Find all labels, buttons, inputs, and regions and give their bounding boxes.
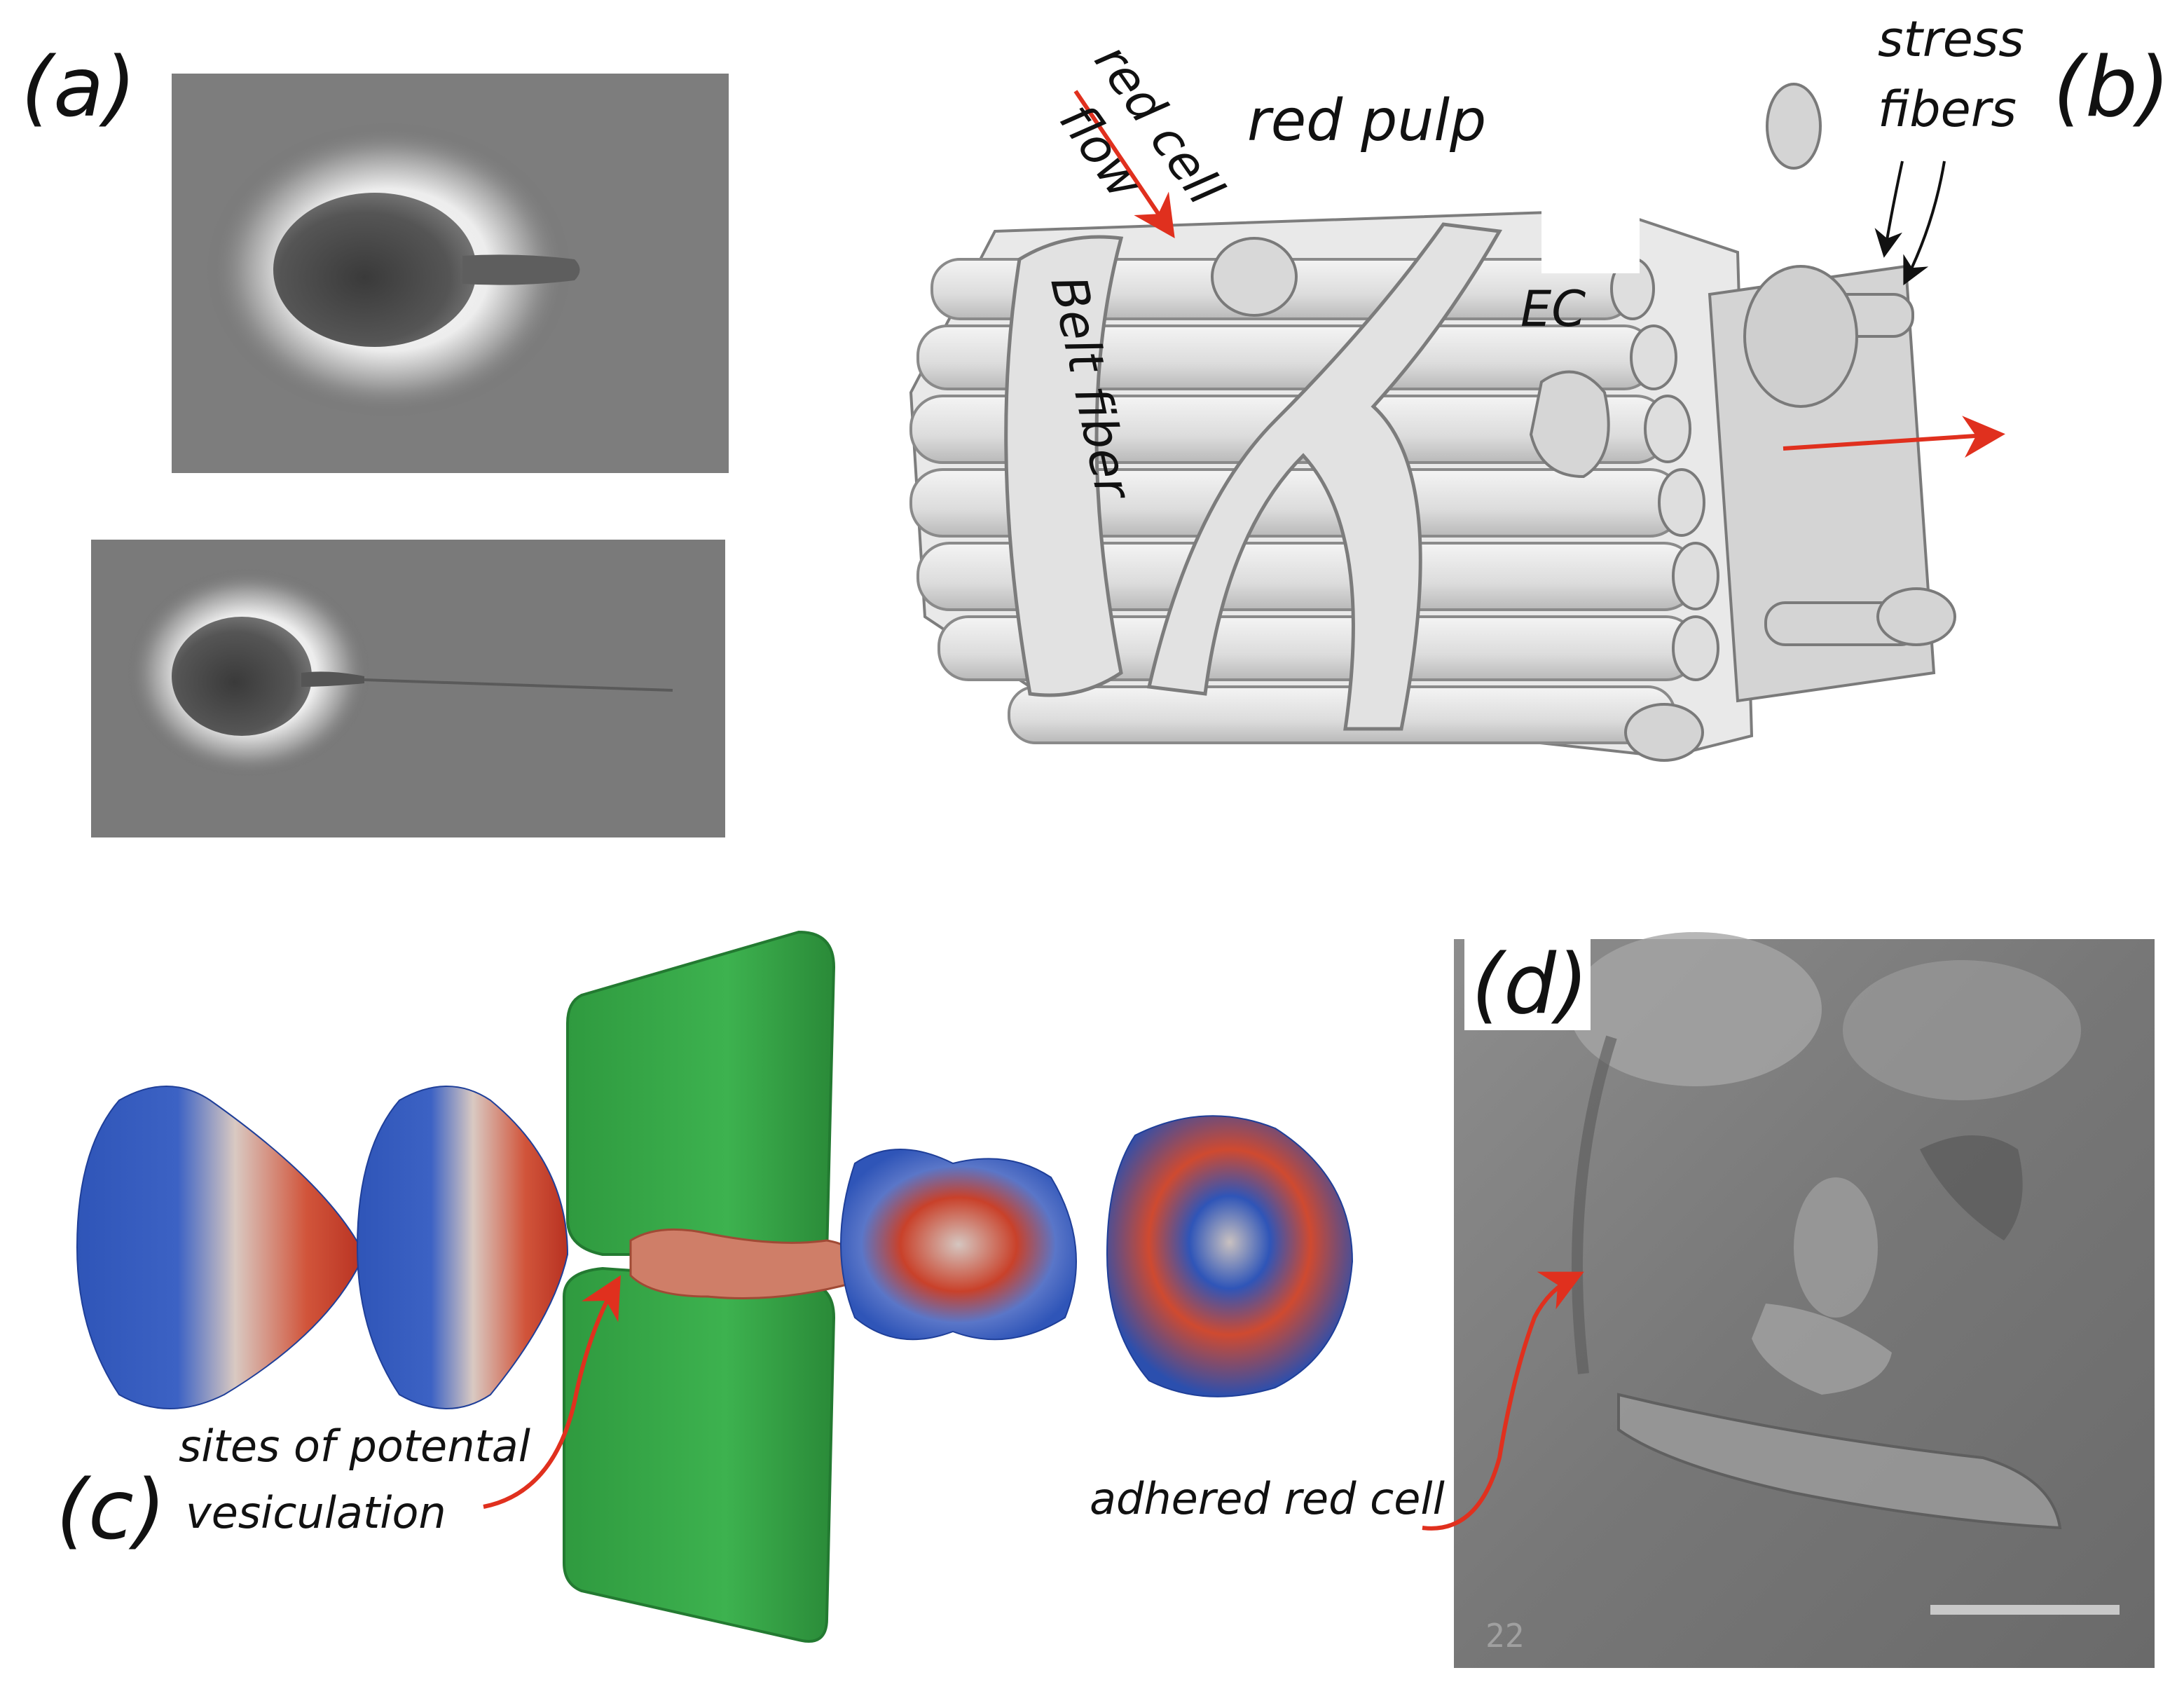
red-cell-in-slit: [629, 1228, 860, 1299]
label-stress: stress: [1878, 11, 2024, 68]
micrograph-a-top-tail: [462, 254, 580, 285]
slit-wall-bottom: [563, 1266, 836, 1643]
red-cell-flow-arrow: [1073, 90, 1175, 238]
panel-d-label-box: [1464, 939, 1591, 1030]
endothelial-cell: [1529, 370, 1610, 479]
panel-b: (b): [909, 11, 2170, 762]
illustration-cutout: [1541, 175, 1640, 273]
belt-fibers: [1004, 222, 1503, 731]
label-red-pulp: red pulp: [1247, 88, 1486, 154]
label-ec: EC: [1520, 280, 1586, 338]
panel-a: (a): [21, 39, 729, 837]
inner-lumen: [1624, 83, 1956, 762]
red-cell-shape-4: [1106, 1115, 1354, 1397]
micrograph-a-top: [172, 74, 729, 473]
micrograph-a-bottom-tip: [301, 671, 364, 687]
micrograph-a-top-cell: [273, 193, 476, 347]
panel-b-label: (b): [2053, 39, 2170, 135]
stress-fiber-arrow-2: [1903, 160, 1946, 286]
splenic-sinus-illustration: [909, 83, 1956, 762]
slit-wall-top: [566, 930, 836, 1256]
label-sites-line2: vesiculation: [186, 1487, 446, 1538]
panel-d-label: (d): [1471, 936, 1588, 1032]
panel-d: 22 (d) adhered red cell: [1090, 932, 2155, 1668]
stress-fiber-arrow-1: [1874, 160, 1904, 258]
vesiculation-arrow: [483, 1275, 621, 1509]
sem-features: [1570, 932, 2081, 1530]
micrograph-a-bottom-tether: [364, 678, 673, 692]
scale-bar: [1930, 1605, 2120, 1615]
red-cell-shape-1: [76, 1086, 366, 1409]
micrograph-a-bottom-cell: [172, 617, 312, 736]
micrograph-a-bottom: [91, 540, 725, 837]
panel-c: (c) sites of potental vesiculation: [56, 930, 1354, 1643]
label-fibers: fibers: [1878, 81, 2017, 138]
exit-flow-arrow: [1783, 416, 2005, 458]
red-cell-on-surface: [1211, 237, 1298, 317]
red-cell-shape-2: [356, 1086, 569, 1409]
label-adhered-red-cell: adhered red cell: [1090, 1473, 1445, 1524]
panel-c-label: (c): [56, 1461, 166, 1558]
red-cell-shape-3: [840, 1149, 1077, 1341]
label-sites-line1: sites of potental: [179, 1421, 530, 1472]
rod-end-caps: [1610, 257, 1719, 681]
sem-imprint: 22: [1485, 1617, 1524, 1655]
adhered-cell-arrow: [1422, 1271, 1584, 1531]
panel-a-label: (a): [21, 39, 136, 135]
